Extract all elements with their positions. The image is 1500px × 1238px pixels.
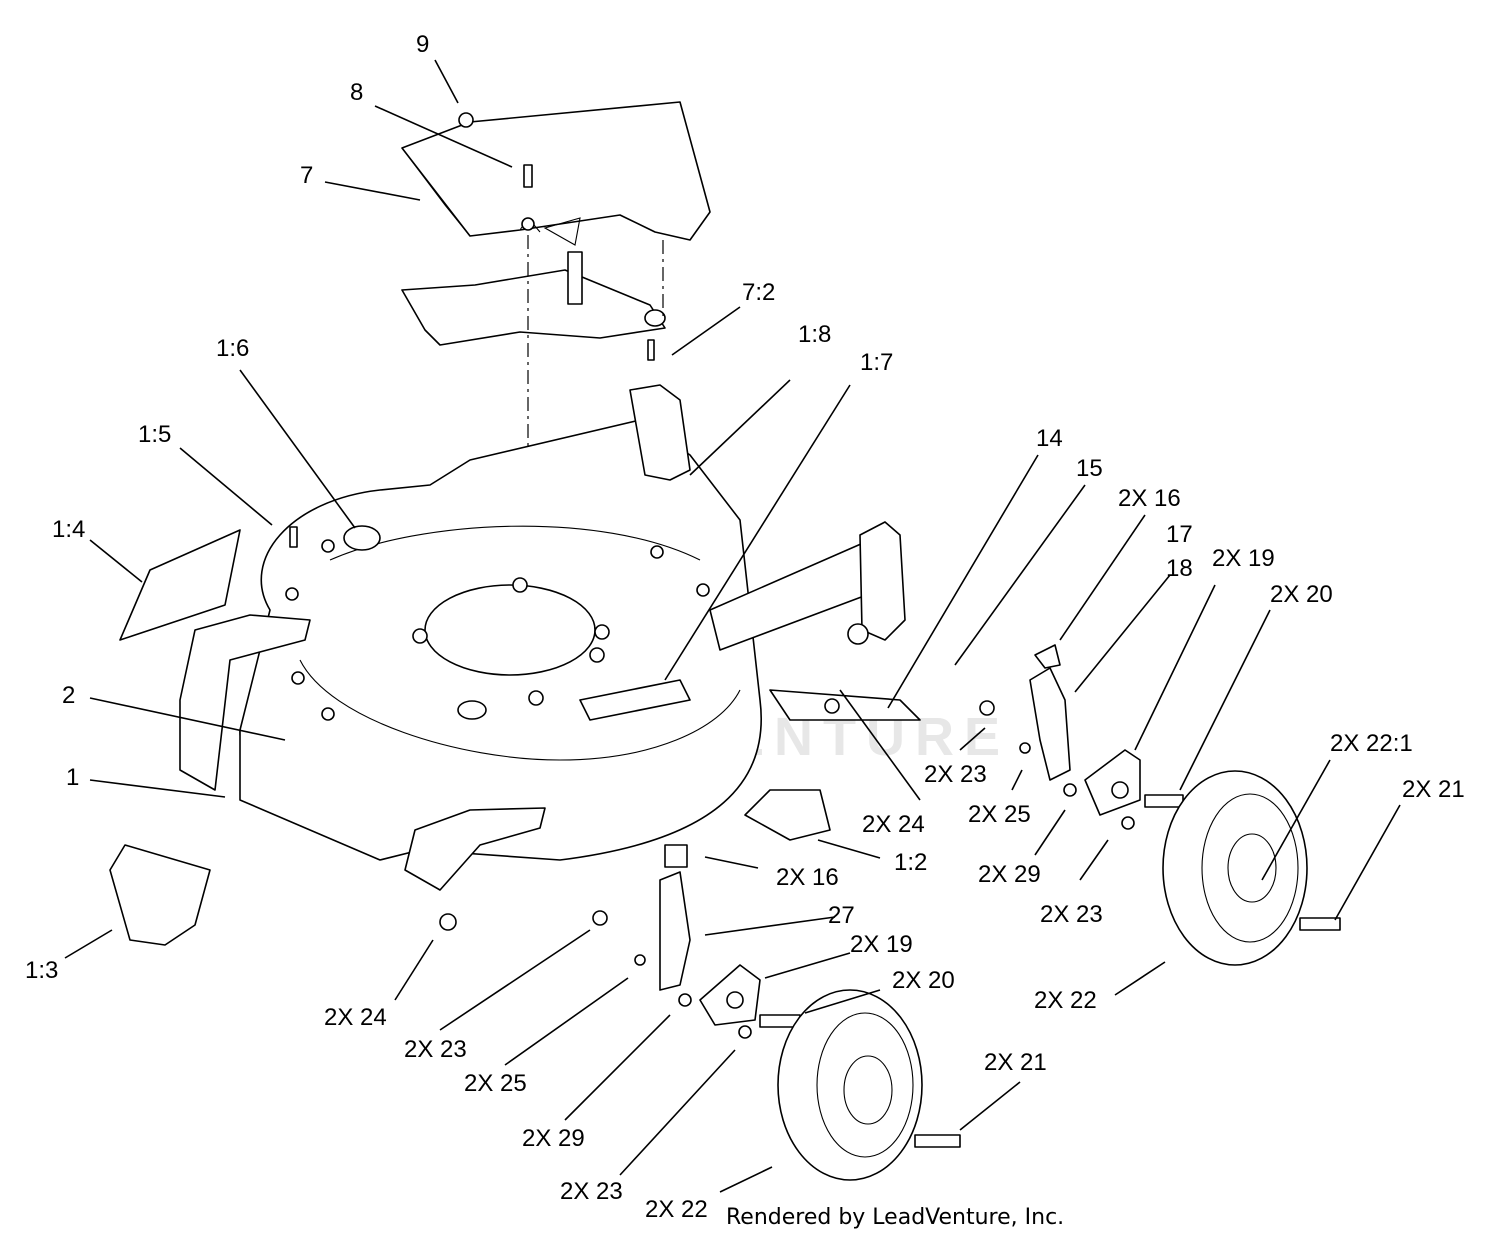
label-9: 9 — [416, 31, 429, 58]
label-2x20-right: 2X 20 — [1270, 581, 1333, 608]
label-1: 1 — [66, 764, 79, 791]
rear-cover-part — [401, 101, 711, 241]
label-2x24-right: 2X 24 — [862, 811, 925, 838]
label-2x23-left-a: 2X 23 — [404, 1036, 467, 1063]
label-2x23-left-b: 2X 23 — [560, 1178, 623, 1205]
leader-lines — [64, 59, 1401, 1193]
label-18: 18 — [1166, 555, 1193, 582]
fasteners-top-part — [458, 112, 535, 231]
label-17: 17 — [1166, 521, 1193, 548]
label-2x22-1: 2X 22:1 — [1330, 730, 1413, 757]
label-2x21-right: 2X 21 — [1402, 776, 1465, 803]
label-15: 15 — [1076, 455, 1103, 482]
label-7-2: 7:2 — [742, 279, 775, 306]
label-2x29-left: 2X 29 — [522, 1125, 585, 1152]
parts — [109, 101, 1341, 1181]
rear-flap-part — [401, 217, 666, 346]
screw-7-2-part — [647, 339, 655, 361]
label-2x22-left: 2X 22 — [645, 1196, 708, 1223]
right-wheel-part — [1162, 770, 1341, 966]
left-height-adjuster-part — [592, 844, 801, 1039]
nut-left-part — [439, 913, 457, 931]
label-1-2: 1:2 — [894, 849, 927, 876]
nut-right-part — [824, 698, 840, 714]
label-2x29-right: 2X 29 — [978, 861, 1041, 888]
left-wheel-part — [777, 989, 961, 1181]
label-27: 27 — [828, 902, 855, 929]
plug-1-3-part — [109, 844, 211, 946]
label-2x16-left: 2X 16 — [776, 864, 839, 891]
right-height-adjuster-part — [979, 644, 1184, 830]
label-1-6: 1:6 — [216, 335, 249, 362]
screw-1-5-part — [289, 526, 298, 548]
plug-1-2-part — [744, 789, 831, 841]
label-1-7: 1:7 — [860, 349, 893, 376]
label-2x19-right: 2X 19 — [1212, 545, 1275, 572]
label-2x24-left: 2X 24 — [324, 1004, 387, 1031]
mower-deck-part — [239, 419, 762, 861]
label-2x23-right-a: 2X 23 — [924, 761, 987, 788]
front-right-bumper-part — [404, 807, 546, 891]
handle-rail-part — [629, 384, 921, 721]
label-1-8: 1:8 — [798, 321, 831, 348]
label-2x25-right: 2X 25 — [968, 801, 1031, 828]
label-8: 8 — [350, 79, 363, 106]
label-2x25-left: 2X 25 — [464, 1070, 527, 1097]
label-2x19-left: 2X 19 — [850, 931, 913, 958]
label-1-4: 1:4 — [52, 516, 85, 543]
callout-labels: 9 8 7 7:2 1:8 1:7 1:6 1:5 1:4 2 1 1:3 14… — [25, 31, 1465, 1223]
label-2x22-right: 2X 22 — [1034, 987, 1097, 1014]
label-2: 2 — [62, 682, 75, 709]
front-bumper-part — [179, 614, 311, 791]
label-1-5: 1:5 — [138, 421, 171, 448]
label-1-3: 1:3 — [25, 957, 58, 984]
label-7: 7 — [300, 162, 313, 189]
label-2x16-right: 2X 16 — [1118, 485, 1181, 512]
credit-text: Rendered by LeadVenture, Inc. — [726, 1205, 1064, 1230]
label-2x23-right-b: 2X 23 — [1040, 901, 1103, 928]
label-2x20-left: 2X 20 — [892, 967, 955, 994]
plug-1-4-part — [119, 529, 241, 641]
label-2x21-left: 2X 21 — [984, 1049, 1047, 1076]
label-14: 14 — [1036, 425, 1063, 452]
